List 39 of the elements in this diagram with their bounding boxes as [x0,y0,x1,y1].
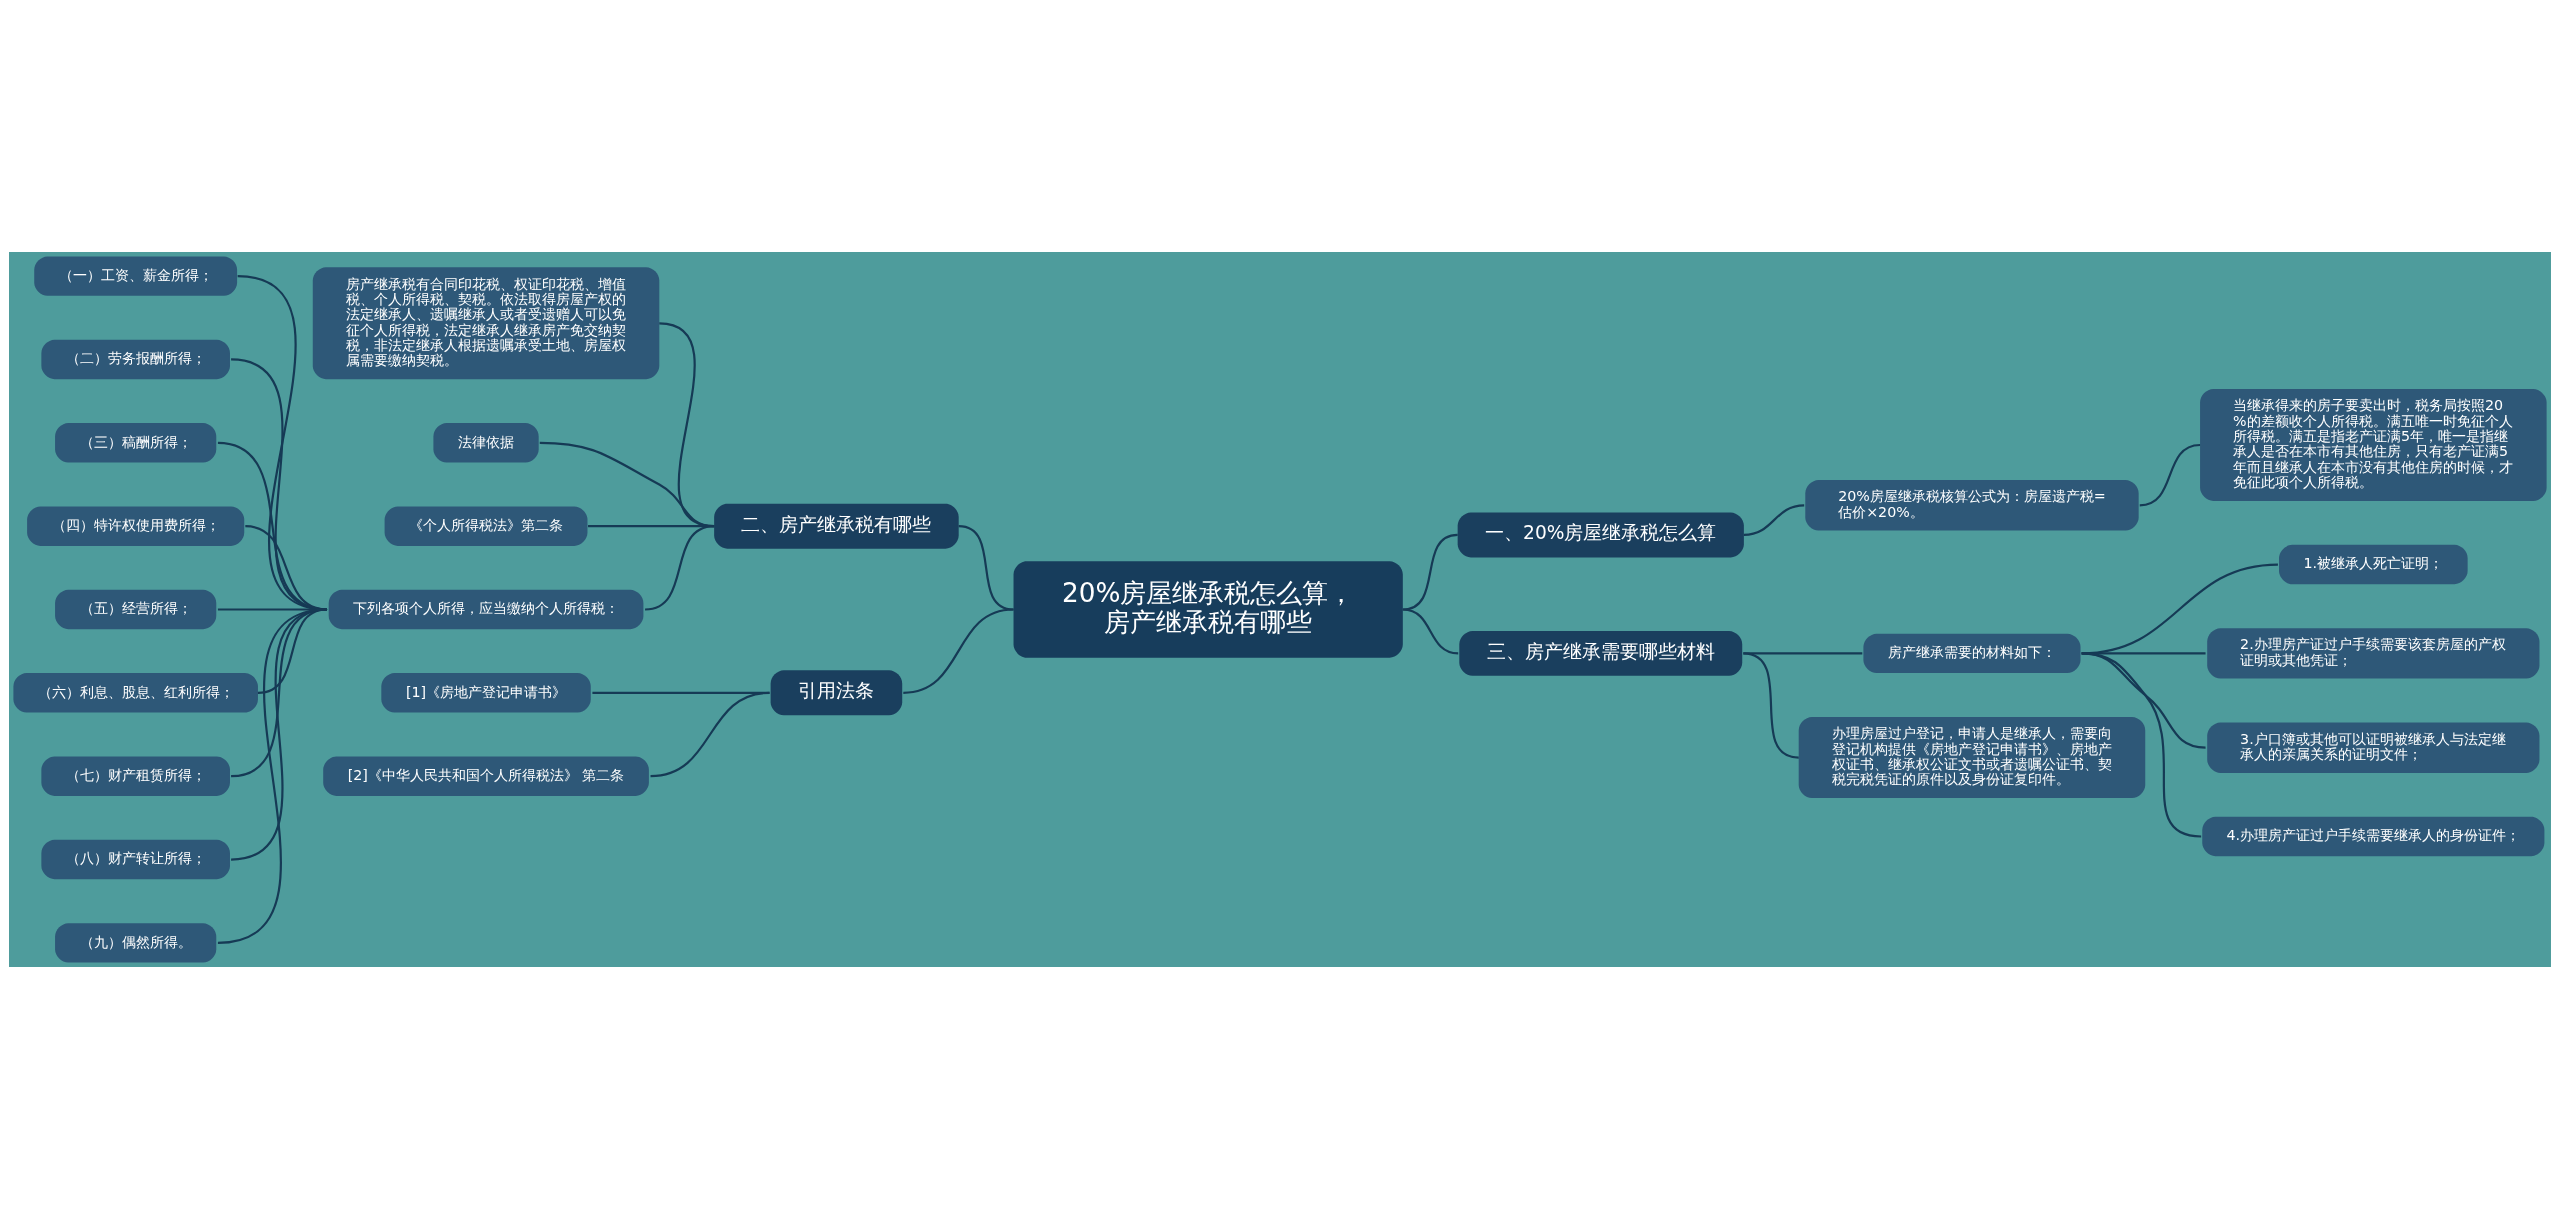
node-box: （六）利息、股息、红利所得； [13,672,258,713]
connector [1743,503,1805,536]
node-box: 一、20%房屋继承税怎么算 [1457,511,1744,557]
connector [958,524,1014,611]
node-box: 二、房产继承税有哪些 [714,503,959,549]
node-box: （三）稿酬所得； [55,422,217,463]
node-box: [1]《房地产登记申请书》 [381,672,591,713]
node-box: 办理房屋过户登记，申请人是继承人，需要向登记机构提供《房地产登记申请书》、房地产权证书、继承权公证文书或者遗嘱公证书、契税完税凭证的原件以及身份证复印件。 [1798,716,2146,798]
node-box: 三、房产继承需要哪些材料 [1459,630,1743,676]
node-box: （七）财产租赁所得； [41,755,230,796]
connector [2139,443,2201,506]
node-box: （一）工资、薪金所得； [34,255,238,296]
node-box: （四）特许权使用费所得； [27,505,245,546]
node-box: 3.户口簿或其他可以证明被继承人与法定继承人的亲属关系的证明文件； [2207,721,2540,773]
node-box: （八）财产转让所得； [41,839,230,879]
node-box: 当继承得来的房子要卖出时，税务局按照20%的差额收个人所得税。满五唯一时免征个人所得税。满五是指老产证满5年，唯一是指继承人是否在本市有其他住房，只有老产证满5年而且继承人在本市没有其他住房的时候，才免征此项个人所得税。 [2200,388,2547,501]
node-box: （五）经营所得； [55,589,217,629]
node-box: 4.办理房产证过户手续需要继承人的身份证件； [2202,816,2545,856]
connector [217,607,328,944]
node-box: 房产继承税有合同印花税、权证印花税、增值税、个人所得税、契税。依法取得房屋产权的法定继承人、遗嘱继承人或者受遗赠人可以免征个人所得税，法定继承人继承房产免交纳契税，非法定继承人根据遗嘱承受土地、房屋权属需要缴纳契税。 [312,266,660,379]
connector [1402,607,1459,654]
node-box: （二）劳务报酬所得； [41,339,230,379]
connector [1743,651,1799,759]
node-box: 引用法条 [770,669,903,715]
node-box: 1.被继承人死亡证明； [2279,544,2468,584]
node-box: 房产继承需要的材料如下： [1863,633,2081,673]
connector [2081,651,2202,838]
connector [650,691,770,777]
node-box: 下列各项个人所得，应当缴纳个人所得税： [328,589,644,629]
node-box: 法律依据 [433,422,539,463]
connector [903,607,1014,694]
connector [1402,533,1458,611]
node-box: 20%房屋继承税怎么算，房产继承税有哪些 [1013,560,1403,658]
node-box: 2.办理房产证过户手续需要该套房屋的产权证明或其他凭证； [2207,627,2540,679]
node-box: 《个人所得税法》第二条 [384,505,588,546]
node-box: [2]《中华人民共和国个人所得税法》 第二条 [323,755,649,796]
connector [644,524,715,611]
node-box: 20%房屋继承税核算公式为：房屋遗产税=估价×20%。 [1805,479,2139,531]
node-box: （九）偶然所得。 [55,922,217,963]
